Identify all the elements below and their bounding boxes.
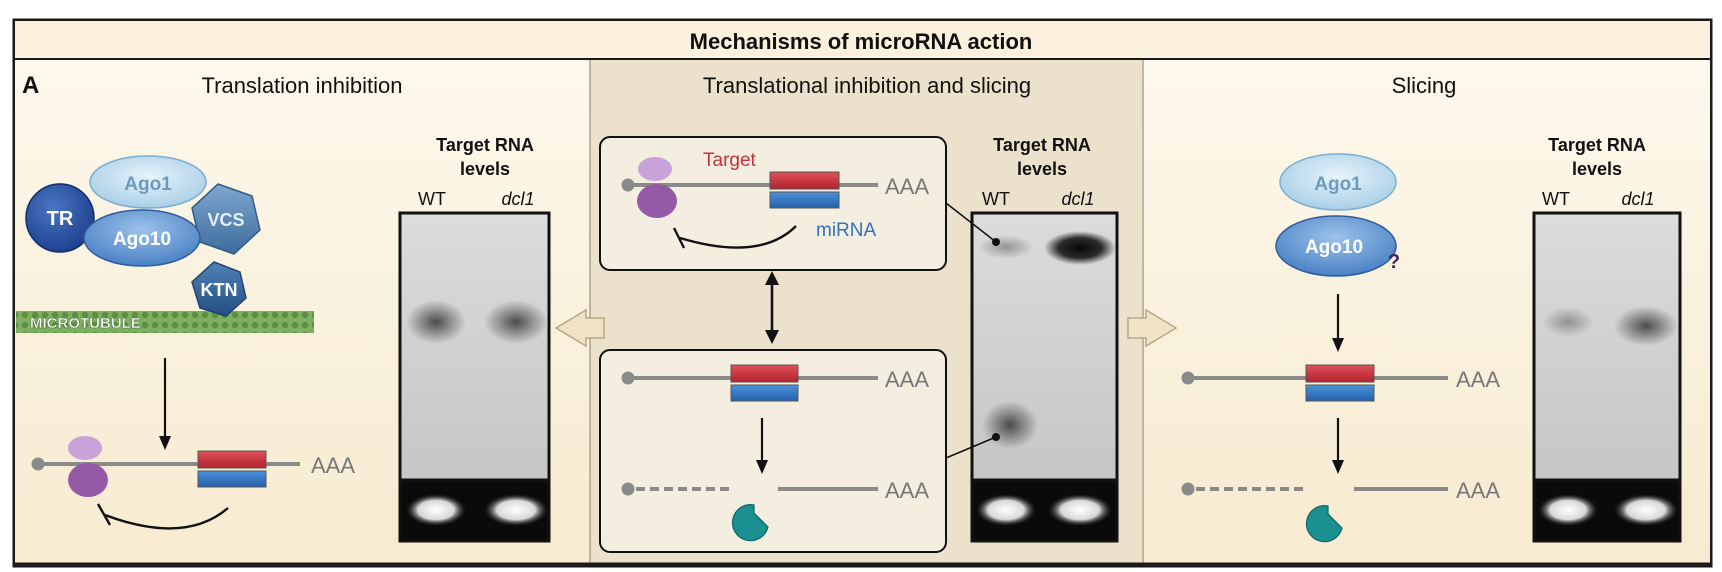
right-intact-polya: AAA [1456,367,1500,392]
ribosome-large-subunit [68,463,108,497]
ago1-protein [89,155,207,209]
tr-protein [25,183,95,253]
target-site [197,450,267,469]
question-mark: ? [1388,251,1400,273]
tr-label: TR [47,208,74,230]
figure-title: Mechanisms of microRNA action [690,29,1033,54]
repression-line [104,507,229,530]
target-label: Target [703,150,757,171]
right-slicer-pacman-icon [1305,505,1343,543]
ktn-label: KTN [201,280,238,300]
right-cut-polya: AAA [1456,478,1500,503]
panel-letter: A [22,72,39,99]
right-argonaute: Ago1 Ago10 ? [1275,153,1400,277]
blot-right: Target RNA levels WT dcl1 [1532,135,1682,543]
right-ago10-label: Ago10 [1305,237,1363,258]
center-top-polya: AAA [885,174,929,199]
blot-right-lane-wt: WT [1542,189,1570,209]
blot-left-header-1: Target RNA [436,135,534,155]
blot-center-header-2: levels [1017,159,1067,179]
blot-left-lane-wt: WT [418,189,446,209]
ribosome-small-subunit [68,436,102,460]
microtubule [16,311,314,333]
right-mrna: AAA [1181,364,1500,402]
center-top-box: Target miRNA AAA [599,136,947,271]
title-bar [15,21,1710,59]
left-mrna: AAA [31,436,355,530]
blot-center-lane-wt: WT [982,189,1010,209]
slicer-pacman-icon [731,504,769,542]
vcs-label: VCS [207,210,244,230]
right-ago10-protein [1275,215,1397,277]
center-intact-polya: AAA [885,367,929,392]
left-polya: AAA [311,453,355,478]
vcs-protein [191,183,261,255]
right-ago1-label: Ago1 [1314,174,1362,195]
right-cleaved: AAA [1181,478,1500,543]
center-bottom-box: AAA AAA [599,349,947,553]
blot-center: Target RNA levels WT dcl1 [945,135,1119,543]
right-open-arrow [1127,308,1178,348]
blot-center-header-1: Target RNA [993,135,1091,155]
blot-left: Target RNA levels WT dcl1 [398,135,551,543]
protein-complex: MICROTUBULE KTN VCS TR Ago1 Ago10 [16,155,314,333]
mirna-duplex [197,470,267,488]
blot-left-lane-dcl1: dcl1 [501,189,534,209]
left-heading: Translation inhibition [202,73,403,98]
blot-center-lane-dcl1: dcl1 [1061,189,1094,209]
blot-left-header-2: levels [460,159,510,179]
right-heading: Slicing [1392,73,1457,98]
blot-right-header-1: Target RNA [1548,135,1646,155]
left-open-arrow [554,308,605,348]
ago10-protein [83,209,201,267]
blot-right-header-2: levels [1572,159,1622,179]
ago10-label: Ago10 [113,229,171,250]
right-ago1-protein [1279,153,1397,211]
ago1-label: Ago1 [124,174,172,195]
center-heading: Translational inhibition and slicing [703,73,1031,98]
microtubule-label: MICROTUBULE [30,315,141,332]
blot-right-lane-dcl1: dcl1 [1621,189,1654,209]
ktn-protein [191,261,247,317]
mirna-label: miRNA [816,220,876,241]
center-top-mirna [769,191,840,209]
center-cut-polya: AAA [885,478,929,503]
center-top-target-site [769,171,840,190]
